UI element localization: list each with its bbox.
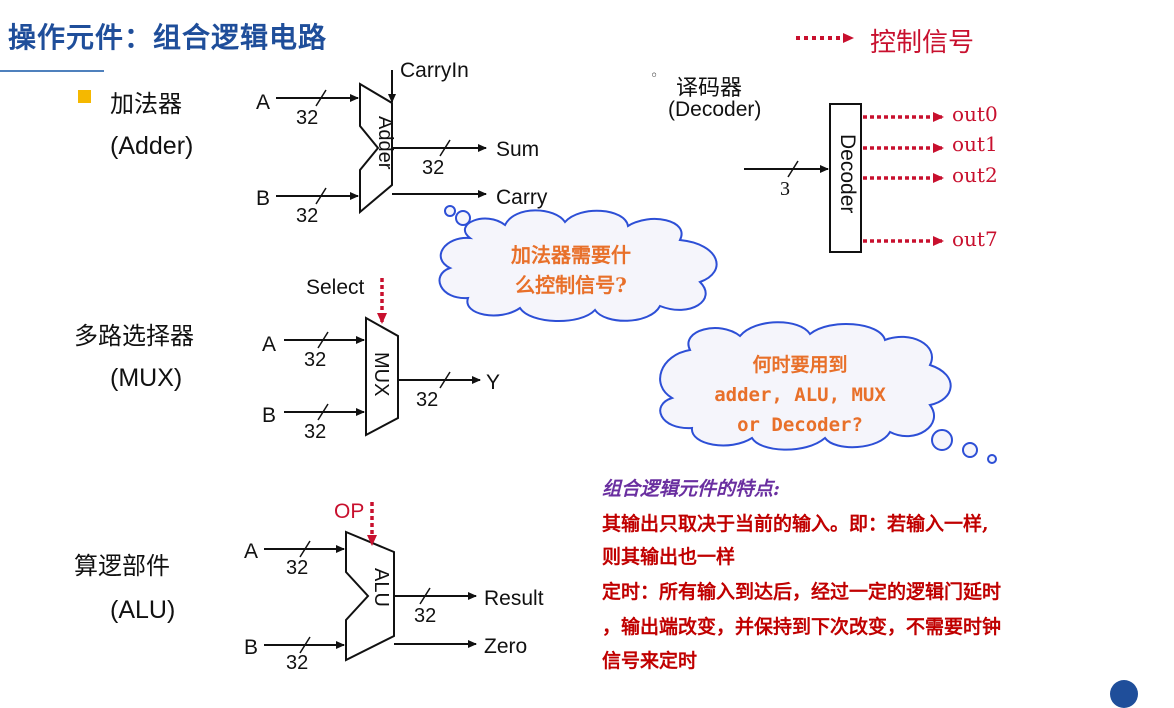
mux-name-cn: 多路选择器 <box>74 322 194 350</box>
cloud2-line1: 何时要用到 <box>752 354 848 376</box>
mux-b-width-label: 32 <box>304 421 327 443</box>
notes-line5: 信号来定时 <box>602 650 698 672</box>
alu-op-label: OP <box>334 500 365 523</box>
cloud2-line2: adder, ALU, MUX <box>714 384 886 406</box>
mux-diagram <box>284 278 481 437</box>
page-number-badge <box>1110 680 1138 708</box>
alu-name-cn: 算逻部件 <box>74 552 170 580</box>
title-underline <box>0 70 104 72</box>
mux-output-label: Y <box>486 371 501 394</box>
decoder-out0-label: out0 <box>952 102 998 126</box>
notes-line4: ，输出端改变，并保持到下次改变，不需要时钟 <box>602 616 1002 638</box>
adder-a-width-label: 32 <box>296 107 319 129</box>
alu-result-label: Result <box>484 587 544 610</box>
notes-line1: 其输出只取决于当前的输入。即：若输入一样, <box>602 513 989 535</box>
diagram-canvas <box>264 33 997 662</box>
decoder-out1-label: out1 <box>952 132 998 156</box>
alu-name-en: (ALU) <box>110 596 176 624</box>
cloud1-line2: 么控制信号? <box>515 273 627 297</box>
decoder-name-en: (Decoder) <box>668 98 762 121</box>
alu-a-width-label: 32 <box>286 557 309 579</box>
decoder-bullet: ◦ <box>650 68 659 84</box>
mux-input-a-label: A <box>262 333 277 356</box>
decoder-out2-label: out2 <box>952 163 998 187</box>
cloud2-line3: or Decoder? <box>737 414 863 436</box>
alu-input-a-label: A <box>244 540 259 563</box>
alu-input-b-label: B <box>244 636 259 659</box>
mux-input-b-label: B <box>262 404 277 427</box>
alu-b-width-label: 32 <box>286 652 309 674</box>
adder-input-b-label: B <box>256 187 271 210</box>
legend-label: 控制信号 <box>870 28 975 58</box>
bullet-square-icon <box>78 90 91 103</box>
mux-select-label: Select <box>306 276 365 299</box>
notes-line2: 则其输出也一样 <box>602 546 736 568</box>
alu-body-label: ALU <box>370 568 392 607</box>
mux-a-width-label: 32 <box>304 349 327 371</box>
adder-b-width-label: 32 <box>296 205 319 227</box>
alu-zero-label: Zero <box>484 635 528 658</box>
mux-output-width-label: 32 <box>416 389 439 411</box>
cloud1-text: 加法器需要什 么控制信号? <box>486 240 656 300</box>
mux-name-en: (MUX) <box>110 364 183 392</box>
adder-name-cn: 加法器 <box>110 90 182 118</box>
decoder-out7-label: out7 <box>952 227 998 251</box>
adder-sum-label: Sum <box>496 138 540 161</box>
alu-result-width-label: 32 <box>414 605 437 627</box>
adder-body <box>359 82 393 215</box>
adder-body-label: Adder <box>374 116 396 170</box>
adder-input-a-label: A <box>256 91 271 114</box>
decoder-diagram <box>744 103 944 253</box>
thought-cloud-1 <box>438 205 718 322</box>
page-title: 操作元件：组合逻辑电路 <box>8 21 328 54</box>
cloud2-text: 何时要用到 adder, ALU, MUX or Decoder? <box>700 350 900 440</box>
alu-diagram <box>264 502 477 662</box>
decoder-name-cn: 译码器 <box>676 76 743 101</box>
alu-body <box>345 530 395 662</box>
notes-heading: 组合逻辑元件的特点: <box>602 478 781 500</box>
mux-body-label: MUX <box>370 352 392 397</box>
adder-carry-label: Carry <box>496 186 548 209</box>
notes-line3: 定时：所有输入到达后，经过一定的逻辑门延时 <box>602 581 1002 603</box>
thought-cloud-2 <box>659 321 997 464</box>
adder-carryin-label: CarryIn <box>400 59 469 82</box>
decoder-body-label: Decoder <box>836 134 859 214</box>
adder-sum-width-label: 32 <box>422 157 445 179</box>
cloud1-line1: 加法器需要什 <box>511 243 631 267</box>
adder-name-en: (Adder) <box>110 132 194 160</box>
decoder-input-width-label: 3 <box>780 178 790 200</box>
decoder-body <box>829 103 862 253</box>
mux-body <box>365 316 399 437</box>
adder-diagram <box>276 70 487 215</box>
